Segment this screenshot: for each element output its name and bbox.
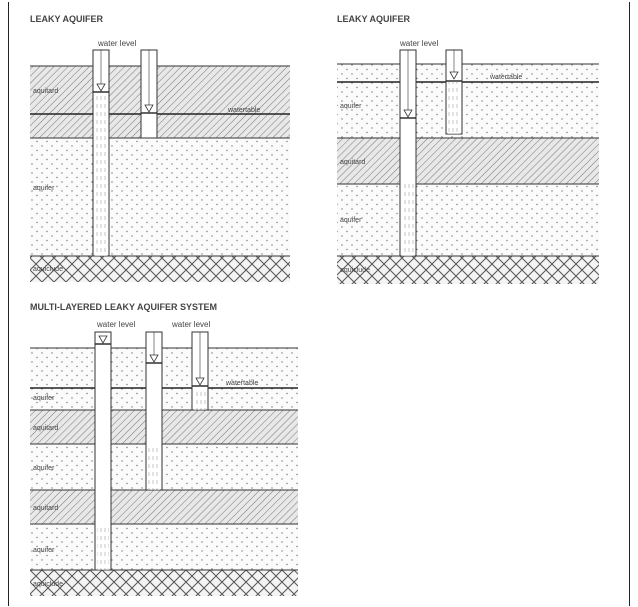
- watertable-label: watertable: [489, 74, 522, 81]
- diagram-bottom: MULTI-LAYERED LEAKY AQUIFER SYSTEM water…: [30, 302, 298, 596]
- water-level-label-1: water level: [96, 320, 135, 329]
- diagram-top-left: LEAKY AQUIFER water level watertable aqu…: [30, 14, 290, 282]
- water-level-marker: [98, 335, 108, 344]
- layer-label-aquifer: aquifer: [33, 465, 55, 472]
- layer-label-aquiclude: aquiclude: [340, 267, 370, 274]
- layer-label-aquitard: aquitard: [340, 159, 365, 166]
- layer-label-aquitard: aquitard: [33, 505, 58, 512]
- diagram-title: LEAKY AQUIFER: [337, 14, 411, 24]
- water-level-label: water level: [399, 39, 438, 48]
- diagram-title: LEAKY AQUIFER: [30, 14, 104, 24]
- layer-label-aquifer: aquifer: [340, 103, 362, 110]
- layer-label-aquifer: aquifer: [33, 547, 55, 554]
- layer-label-aquitard: aquitard: [33, 425, 58, 432]
- figure-frame: [8, 2, 630, 606]
- layer-aquitard: [30, 66, 290, 138]
- layer-label-aquitard: aquitard: [33, 88, 58, 95]
- layer-aquifer: [337, 64, 599, 138]
- layer-aquifer: [30, 524, 298, 570]
- layer-aquitard: [30, 490, 298, 524]
- layer-aquiclude: [30, 570, 298, 596]
- layer-aquiclude: [30, 256, 290, 282]
- watertable-label: watertable: [225, 380, 258, 387]
- layer-aquitard: [337, 138, 599, 184]
- layer-label-aquifer: aquifer: [33, 395, 55, 402]
- layer-label-aquifer: aquifer: [340, 217, 362, 224]
- layer-label-aquiclude: aquiclude: [33, 266, 63, 273]
- watertable-label: watertable: [227, 107, 260, 114]
- water-level-label-2: water level: [171, 320, 210, 329]
- layer-aquifer: [30, 444, 298, 490]
- layer-label-aquifer: aquifer: [33, 185, 55, 192]
- layer-aquifer: [30, 348, 298, 410]
- water-level-label: water level: [97, 39, 136, 48]
- layer-aquitard: [30, 410, 298, 444]
- layer-aquiclude: [337, 256, 599, 284]
- layer-label-aquiclude: aquiclude: [33, 581, 63, 588]
- diagram-title: MULTI-LAYERED LEAKY AQUIFER SYSTEM: [30, 302, 217, 312]
- diagram-top-right: LEAKY AQUIFER water level watertable aqu…: [337, 14, 599, 284]
- layer-aquifer: [30, 138, 290, 256]
- layer-aquifer: [337, 184, 599, 256]
